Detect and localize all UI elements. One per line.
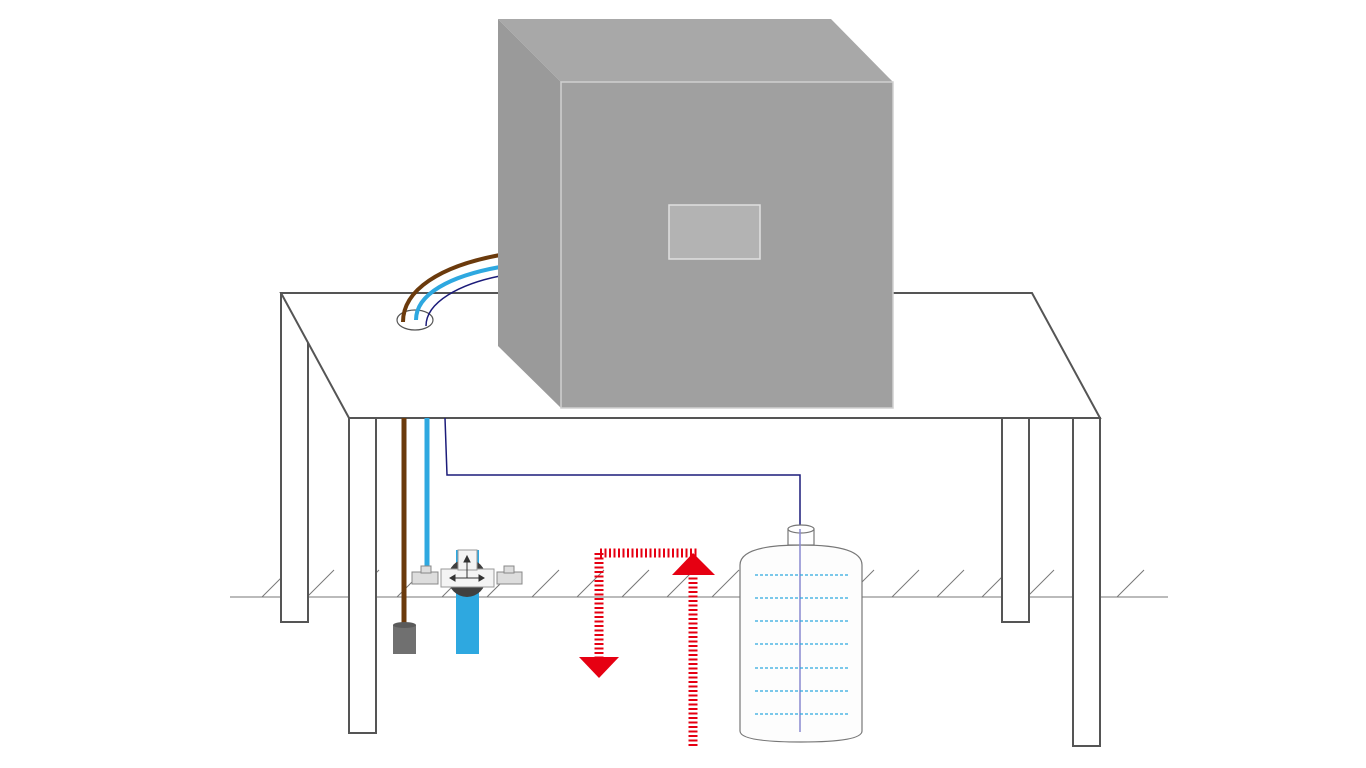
floor-hatch (936, 569, 965, 598)
floor-hatch (711, 569, 740, 598)
floor-hatch (891, 569, 920, 598)
table-leg-front-left (348, 417, 377, 734)
floor-hatch (531, 569, 560, 598)
flow-arrow-up (672, 553, 715, 746)
floor-hatch (1026, 569, 1055, 598)
outlet-pipe (456, 592, 479, 654)
unit-top-face (498, 19, 893, 82)
table-leg-back-right (1001, 404, 1030, 623)
floor-hatch (621, 569, 650, 598)
floor-hatch (306, 569, 335, 598)
unit-side-face (498, 19, 561, 408)
table-leg-back-left (280, 292, 309, 623)
flow-arrow-down (579, 548, 697, 678)
drain-pipe-upper (401, 253, 501, 323)
drain-container (393, 622, 416, 654)
floor-hatch (576, 569, 605, 598)
unit-display-window (668, 204, 761, 260)
floor-hatch (1116, 569, 1145, 598)
water-pipe-upper (414, 265, 501, 321)
tank-level-marks (755, 574, 849, 715)
flow-direction-arrows-icon (449, 554, 485, 582)
valve-assembly (411, 549, 523, 654)
table-leg-front-right (1072, 417, 1101, 747)
signal-line-upper (425, 275, 501, 327)
water-tank (739, 524, 863, 743)
main-unit (498, 19, 894, 409)
